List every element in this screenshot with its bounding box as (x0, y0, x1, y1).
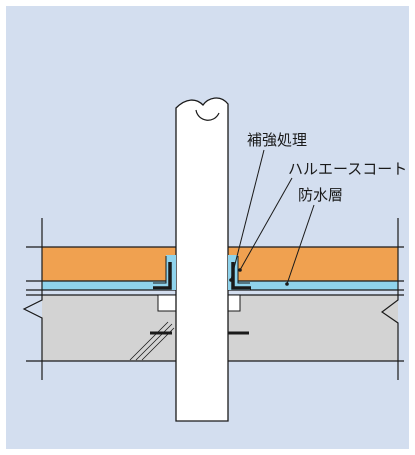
slab-opening-left (157, 294, 177, 312)
leader-waterproof (286, 204, 315, 285)
leader-dot-coat (238, 268, 242, 272)
right-break-line (380, 218, 399, 380)
pipe-break-curl (195, 109, 220, 121)
leader-dot-waterproof (285, 282, 289, 286)
label-waterproof-layer: 防水層 (298, 186, 343, 204)
pipe (175, 97, 229, 422)
label-coat: ハルエースコート (288, 160, 407, 178)
leader-lines (230, 149, 315, 285)
reinforcement-left (153, 255, 176, 290)
label-reinforcement: 補強処理 (247, 131, 307, 149)
left-break-line (22, 218, 43, 380)
leader-reinforcement (230, 149, 265, 281)
leader-coat (239, 177, 293, 271)
leader-dot-reinforcement (229, 278, 233, 282)
